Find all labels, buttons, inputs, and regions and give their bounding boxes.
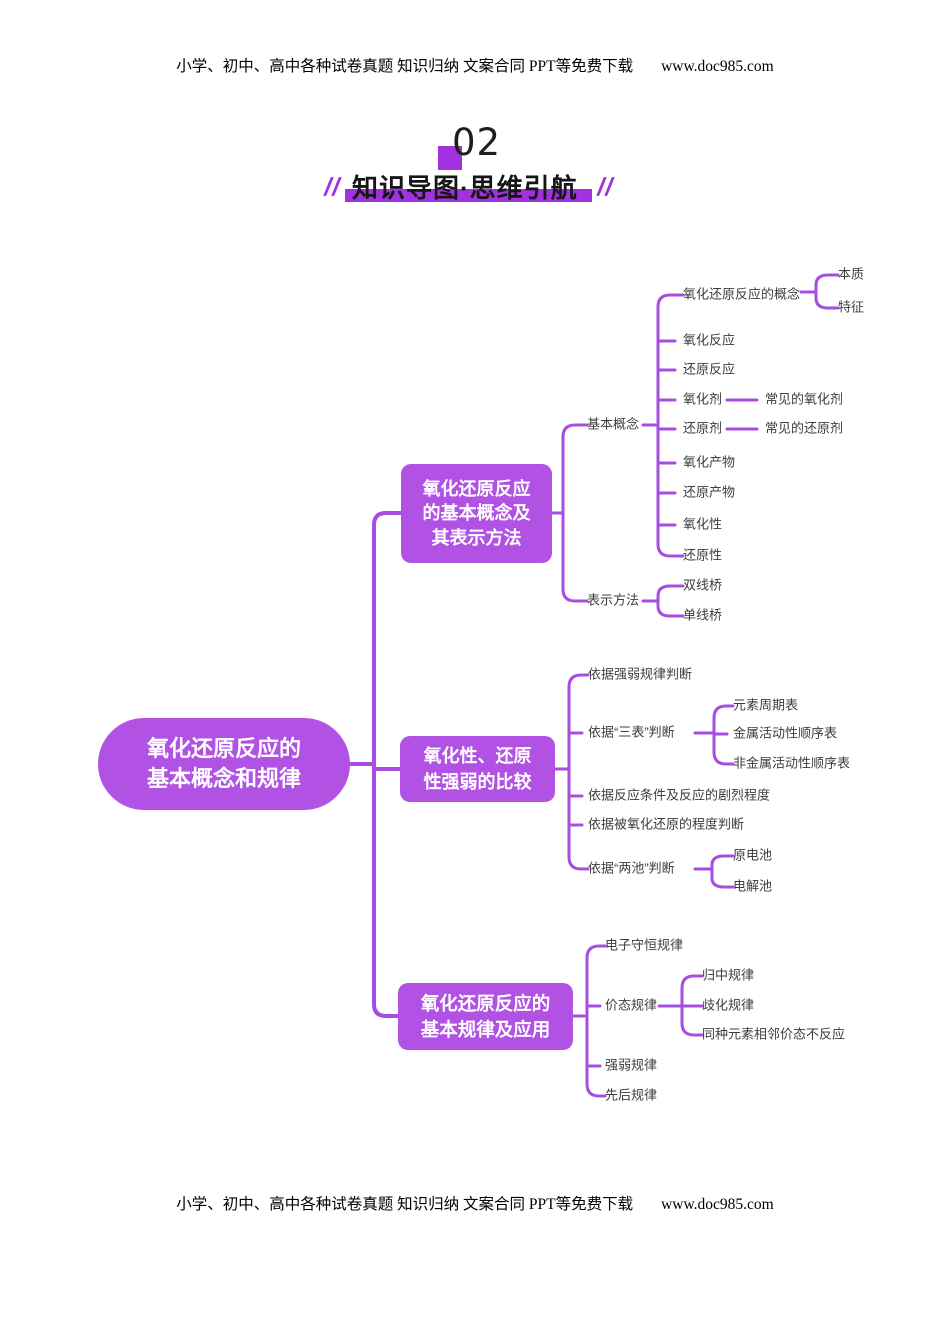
leaf-electrolytic-cell: 电解池	[733, 878, 773, 894]
leaf-oxidation-product: 氧化产物	[683, 454, 736, 470]
slash-marks-left	[323, 177, 342, 196]
footer-text: 小学、初中、高中各种试卷真题 知识归纳 文案合同 PPT等免费下载	[176, 1196, 634, 1213]
footer-url: www.doc985.com	[661, 1196, 774, 1213]
page-footer: 小学、初中、高中各种试卷真题 知识归纳 文案合同 PPT等免费下载 www.doc…	[0, 1192, 950, 1214]
leaf-reducing-ability: 还原性	[683, 547, 723, 563]
header-text: 小学、初中、高中各种试卷真题 知识归纳 文案合同 PPT等免费下载	[176, 58, 634, 75]
section-number: 02	[452, 121, 502, 164]
leaf-priority-rule: 先后规律	[605, 1087, 658, 1103]
leaf-reduction-product: 还原产物	[683, 484, 736, 500]
branch-strength-comparison: 氧化性、还原 性强弱的比较	[400, 736, 555, 802]
leaf-judge-by-reaction-conditions: 依据反应条件及反应的剧烈程度	[588, 787, 771, 803]
leaf-galvanic-cell: 原电池	[733, 847, 773, 863]
slash-marks-right	[596, 177, 615, 196]
leaf-reductant: 还原剂	[683, 420, 723, 436]
leaf-redox-concept: 氧化还原反应的概念	[683, 286, 801, 302]
leaf-common-oxidants: 常见的氧化剂	[765, 391, 844, 407]
leaf-judge-by-oxidation-degree: 依据被氧化还原的程度判断	[588, 816, 745, 832]
leaf-oxidation-reaction: 氧化反应	[683, 332, 736, 348]
leaf-convergence-rule: 归中规律	[702, 967, 755, 983]
node-basic-concepts: 基本概念	[587, 416, 640, 432]
leaf-judge-by-three-tables: 依据“三表”判断	[588, 724, 675, 740]
root-topic: 氧化还原反应的 基本概念和规律	[98, 718, 350, 810]
headline-highlight-bar	[345, 189, 592, 202]
header-url: www.doc985.com	[661, 58, 774, 75]
leaf-judge-by-strength-rule: 依据强弱规律判断	[588, 666, 693, 682]
leaf-judge-by-two-cells: 依据“两池”判断	[588, 860, 675, 876]
section-headline: 知识导图·思维引航	[352, 173, 578, 203]
node-valence-rule: 价态规律	[605, 997, 658, 1013]
leaf-single-line-bridge: 单线桥	[683, 607, 723, 623]
section-number-square	[438, 146, 462, 170]
page-header: 小学、初中、高中各种试卷真题 知识归纳 文案合同 PPT等免费下载 www.doc…	[0, 54, 950, 76]
leaf-nonmetal-activity-series: 非金属活动性顺序表	[733, 755, 851, 771]
branch-concepts-and-representation: 氧化还原反应 的基本概念及 其表示方法	[401, 464, 552, 563]
branch-basic-rules-application: 氧化还原反应的 基本规律及应用	[398, 983, 573, 1050]
leaf-oxidizing-ability: 氧化性	[683, 516, 723, 532]
leaf-reduction-reaction: 还原反应	[683, 361, 736, 377]
leaf-metal-activity-series: 金属活动性顺序表	[733, 725, 838, 741]
leaf-electron-conservation-rule: 电子守恒规律	[605, 937, 684, 953]
leaf-essence: 本质	[838, 266, 865, 282]
leaf-common-reductants: 常见的还原剂	[765, 420, 844, 436]
leaf-characteristic: 特征	[838, 299, 865, 315]
leaf-disproportionation-rule: 歧化规律	[702, 997, 755, 1013]
leaf-oxidant: 氧化剂	[683, 391, 723, 407]
leaf-strength-rule: 强弱规律	[605, 1057, 658, 1073]
leaf-double-line-bridge: 双线桥	[683, 577, 723, 593]
leaf-periodic-table: 元素周期表	[733, 697, 799, 713]
leaf-adjacent-valence-no-reaction: 同种元素相邻价态不反应	[702, 1026, 846, 1042]
node-representation-methods: 表示方法	[587, 592, 640, 608]
